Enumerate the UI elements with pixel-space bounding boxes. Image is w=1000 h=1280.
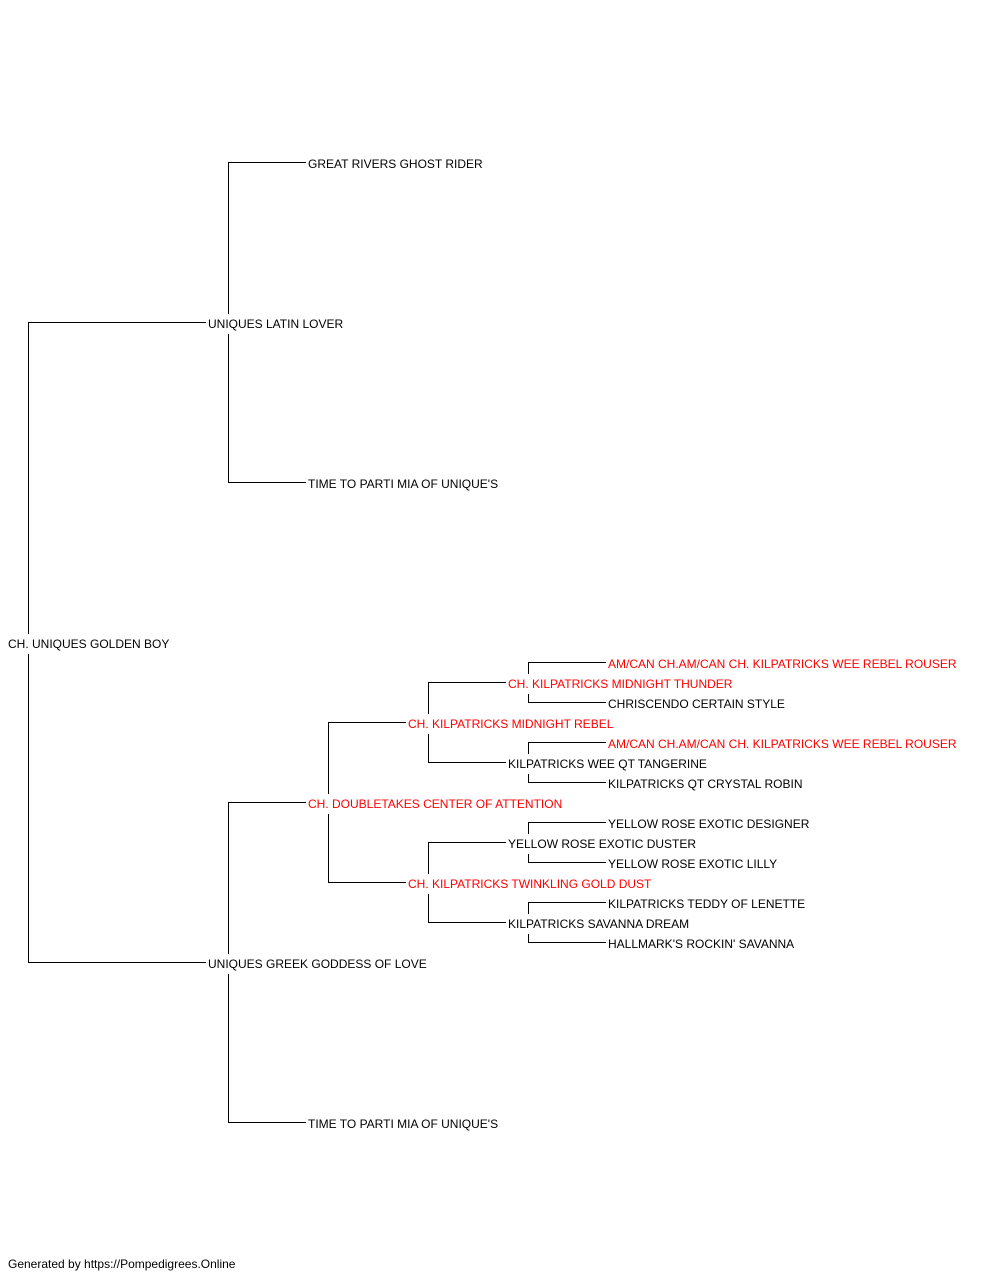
node-sire[interactable]: UNIQUES LATIN LOVER [208,317,344,331]
node-gen5-1[interactable]: AM/CAN CH.AM/CAN CH. KILPATRICKS WEE REB… [608,657,957,671]
node-dam-dam[interactable]: TIME TO PARTI MIA OF UNIQUE'S [308,1117,499,1131]
node-gen4-2[interactable]: KILPATRICKS WEE QT TANGERINE [508,757,707,771]
node-gen5-8[interactable]: HALLMARK'S ROCKIN' SAVANNA [608,937,795,951]
node-gen5-3[interactable]: AM/CAN CH.AM/CAN CH. KILPATRICKS WEE REB… [608,737,957,751]
node-gen5-2[interactable]: CHRISCENDO CERTAIN STYLE [608,697,785,711]
node-gen5-7[interactable]: KILPATRICKS TEDDY OF LENETTE [608,897,806,911]
node-gen4-3[interactable]: YELLOW ROSE EXOTIC DUSTER [508,837,697,851]
node-dam[interactable]: UNIQUES GREEK GODDESS OF LOVE [208,957,427,971]
node-dam-sire[interactable]: CH. DOUBLETAKES CENTER OF ATTENTION [308,797,563,811]
node-gen4-1[interactable]: CH. KILPATRICKS MIDNIGHT THUNDER [508,677,733,691]
node-sire-sire[interactable]: GREAT RIVERS GHOST RIDER [308,157,483,171]
generated-by-footer: Generated by https://Pompedigrees.Online [8,1257,236,1271]
node-self[interactable]: CH. UNIQUES GOLDEN BOY [8,637,170,651]
node-gen5-5[interactable]: YELLOW ROSE EXOTIC DESIGNER [608,817,810,831]
node-gen5-6[interactable]: YELLOW ROSE EXOTIC LILLY [608,857,778,871]
node-gen3-dam[interactable]: CH. KILPATRICKS TWINKLING GOLD DUST [408,877,652,891]
node-sire-dam[interactable]: TIME TO PARTI MIA OF UNIQUE'S [308,477,499,491]
node-gen3-sire[interactable]: CH. KILPATRICKS MIDNIGHT REBEL [408,717,614,731]
node-gen5-4[interactable]: KILPATRICKS QT CRYSTAL ROBIN [608,777,803,791]
node-gen4-4[interactable]: KILPATRICKS SAVANNA DREAM [508,917,690,931]
